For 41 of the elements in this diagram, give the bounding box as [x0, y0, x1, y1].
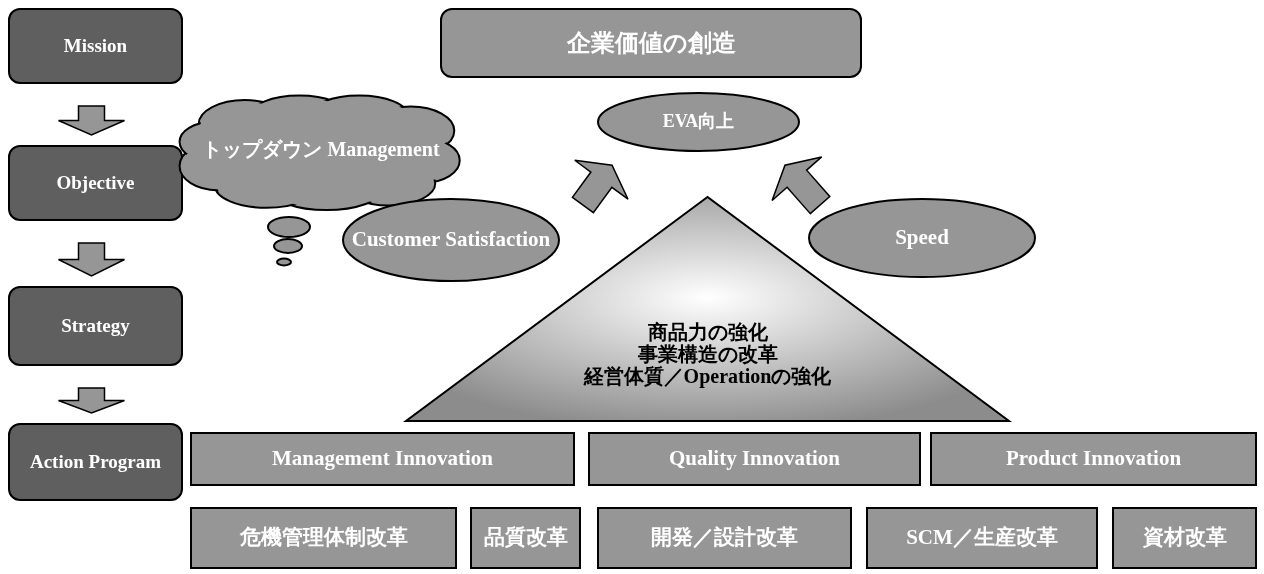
- box-label: Customer Satisfaction: [350, 228, 552, 252]
- stage-label: Action Program: [28, 451, 162, 473]
- program-box: [866, 507, 1098, 569]
- box-label: Management Innovation: [270, 447, 495, 471]
- stage-box: [8, 423, 183, 501]
- block-arrow: [57, 387, 126, 414]
- stage-label: Mission: [62, 35, 129, 57]
- innovation-box: [588, 432, 921, 486]
- stage-box: [8, 145, 183, 221]
- innovation-box: [190, 432, 575, 486]
- cloud-label: トップダウン Management: [201, 138, 441, 160]
- program-box: [1112, 507, 1257, 569]
- box-label: SCM／生産改革: [905, 526, 1059, 550]
- stage-box: [8, 8, 183, 84]
- box-label: Product Innovation: [1004, 447, 1183, 471]
- box-label: 資材改革: [1141, 526, 1228, 550]
- program-box: [470, 507, 581, 569]
- box-label: Speed: [894, 226, 950, 250]
- block-arrow: [771, 156, 831, 215]
- stage-box: [8, 286, 183, 366]
- factor-ellipse: [808, 198, 1036, 278]
- factor-ellipse: [342, 198, 560, 282]
- innovation-box: [930, 432, 1257, 486]
- box-label: 開発／設計改革: [650, 526, 799, 550]
- strategy-text: 事業構造の改革: [637, 343, 778, 365]
- block-arrow: [571, 159, 629, 214]
- program-box: [597, 507, 852, 569]
- box-label: 危機管理体制改革: [238, 526, 409, 550]
- strategy-text: 商品力の強化: [647, 321, 768, 343]
- block-arrow: [57, 105, 126, 136]
- goal-ellipse: [597, 92, 800, 152]
- stage-label: Objective: [55, 172, 136, 194]
- strategy-text: 経営体質／Operationの強化: [583, 365, 832, 387]
- box-label: Quality Innovation: [668, 447, 841, 471]
- box-label: 品質改革: [482, 526, 569, 550]
- stage-label: Strategy: [60, 315, 131, 337]
- box-label: 企業価値の創造: [565, 29, 737, 57]
- block-arrow: [57, 242, 126, 277]
- box-label: EVA向上: [661, 112, 736, 132]
- program-box: [190, 507, 457, 569]
- goal-box: [440, 8, 862, 78]
